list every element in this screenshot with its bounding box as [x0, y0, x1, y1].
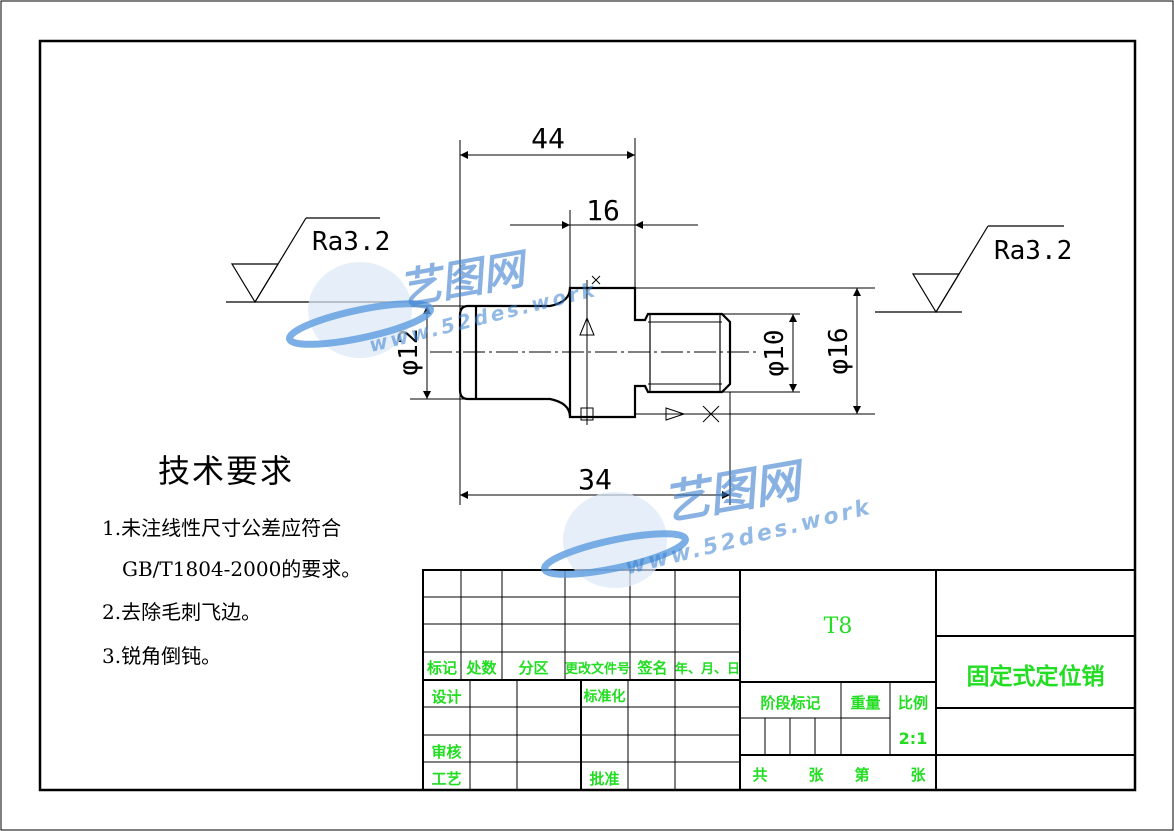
- scale-value: 2:1: [898, 729, 928, 748]
- note-item: 1.未注线性尺寸公差应符合: [102, 516, 342, 540]
- standardize-label: 标准化: [583, 689, 626, 705]
- dim-dia-thread: φ10: [760, 330, 790, 377]
- approve-label: 批准: [589, 770, 620, 788]
- dim-overall-length: 44: [531, 122, 565, 155]
- roughness-left-text: Ra3.2: [312, 227, 390, 257]
- sheet-unit-label: 张: [910, 766, 926, 784]
- notes-title: 技术要求: [158, 452, 295, 490]
- note-item: 3.锐角倒钝。: [102, 644, 222, 668]
- dim-head-length: 16: [586, 194, 620, 227]
- dim-left-length: 34: [578, 463, 612, 496]
- design-label: 设计: [431, 688, 462, 706]
- dim-dia-head: φ16: [824, 328, 854, 375]
- rev-header-zone: 分区: [518, 659, 549, 677]
- note-item: GB/T1804-2000的要求。: [122, 557, 362, 581]
- rev-header-date: 年、月、日: [675, 662, 741, 677]
- rev-header-count: 处数: [466, 659, 497, 677]
- watermark-logo-2: [541, 492, 689, 588]
- review-label: 审核: [431, 743, 462, 761]
- material-label: T8: [823, 614, 853, 639]
- dimension-lines: [423, 151, 861, 499]
- sheet-total-label: 共: [752, 766, 768, 784]
- roughness-right-text: Ra3.2: [994, 236, 1072, 266]
- scale-label: 比例: [897, 694, 928, 712]
- watermark-logo-1: [286, 262, 434, 358]
- sheet-nth-label: 第: [854, 766, 870, 784]
- part-name: 固定式定位销: [966, 664, 1105, 690]
- thread-lines: [648, 321, 722, 385]
- hole-symbol: [579, 275, 601, 425]
- sheet-unit-label: 张: [808, 766, 824, 784]
- process-label: 工艺: [431, 770, 462, 788]
- roughness-symbol-right: [875, 225, 1064, 314]
- note-item: 2.去除毛刺飞边。: [102, 600, 262, 624]
- title-block: [422, 569, 1136, 791]
- rev-header-sign: 签名: [637, 659, 668, 677]
- rev-header-mark: 标记: [426, 659, 457, 677]
- stage-mark-label: 阶段标记: [760, 694, 821, 712]
- extension-lines: [410, 138, 875, 505]
- weight-label: 重量: [850, 694, 881, 712]
- rev-header-docno: 更改文件号: [565, 662, 631, 677]
